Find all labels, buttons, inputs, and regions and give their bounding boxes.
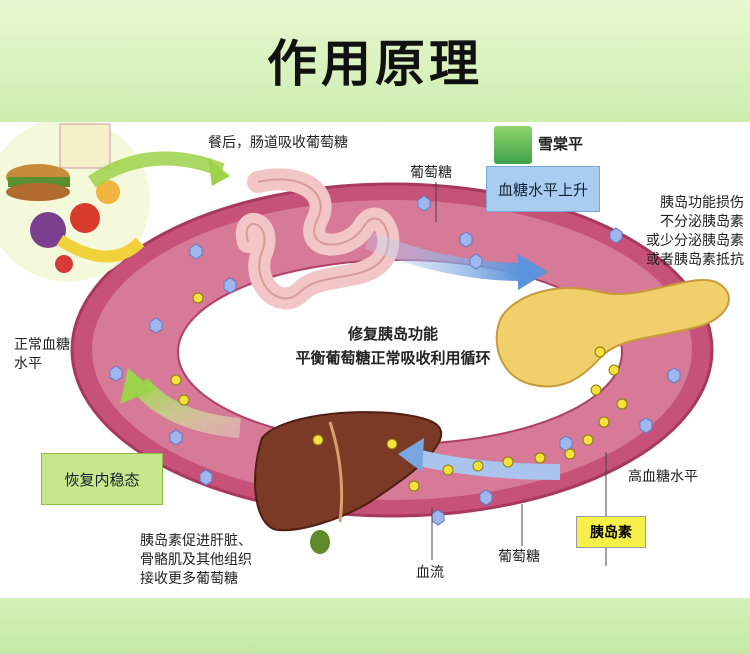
- product-box-icon: [494, 126, 532, 164]
- center-caption-line: 修复胰岛功能: [278, 322, 508, 346]
- blood-flow-label: 血流: [416, 564, 444, 583]
- after-meal-label: 餐后，肠道吸收葡萄糖: [208, 134, 348, 153]
- liver-text-line: 骨骼肌及其他组织: [140, 551, 252, 570]
- page-title: 作用原理: [0, 24, 750, 96]
- insulin-box: 胰岛素: [576, 516, 646, 548]
- glucose-bottom-label: 葡萄糖: [498, 548, 540, 567]
- high-level-label: 高血糖水平: [628, 468, 698, 487]
- pancreas-damage-line: 胰岛功能损伤: [618, 194, 744, 213]
- liver-text-line: 胰岛素促进肝脏、: [140, 532, 252, 551]
- blood-sugar-rise-box: 血糖水平上升: [486, 166, 600, 212]
- footer-band: [0, 598, 750, 654]
- glucose-top-label: 葡萄糖: [410, 164, 452, 183]
- pancreas-damage-line: 或者胰岛素抵抗: [618, 251, 744, 270]
- brand-name: 雪棠平: [538, 133, 583, 154]
- center-caption-line: 平衡葡萄糖正常吸收利用循环: [278, 346, 508, 370]
- pancreas-damage-line: 或少分泌胰岛素: [618, 232, 744, 251]
- liver-text: 胰岛素促进肝脏、 骨骼肌及其他组织 接收更多葡萄糖: [140, 532, 252, 589]
- center-caption: 修复胰岛功能 平衡葡萄糖正常吸收利用循环: [278, 322, 508, 370]
- liver-text-line: 接收更多葡萄糖: [140, 570, 252, 589]
- normal-level-line: 正常血糖: [14, 336, 70, 355]
- pancreas-damage-text: 胰岛功能损伤 不分泌胰岛素 或少分泌胰岛素 或者胰岛素抵抗: [618, 194, 744, 270]
- restore-box: 恢复内稳态: [41, 453, 163, 505]
- normal-level-line: 水平: [14, 355, 70, 374]
- pancreas-damage-line: 不分泌胰岛素: [618, 213, 744, 232]
- normal-level-text: 正常血糖 水平: [14, 336, 70, 374]
